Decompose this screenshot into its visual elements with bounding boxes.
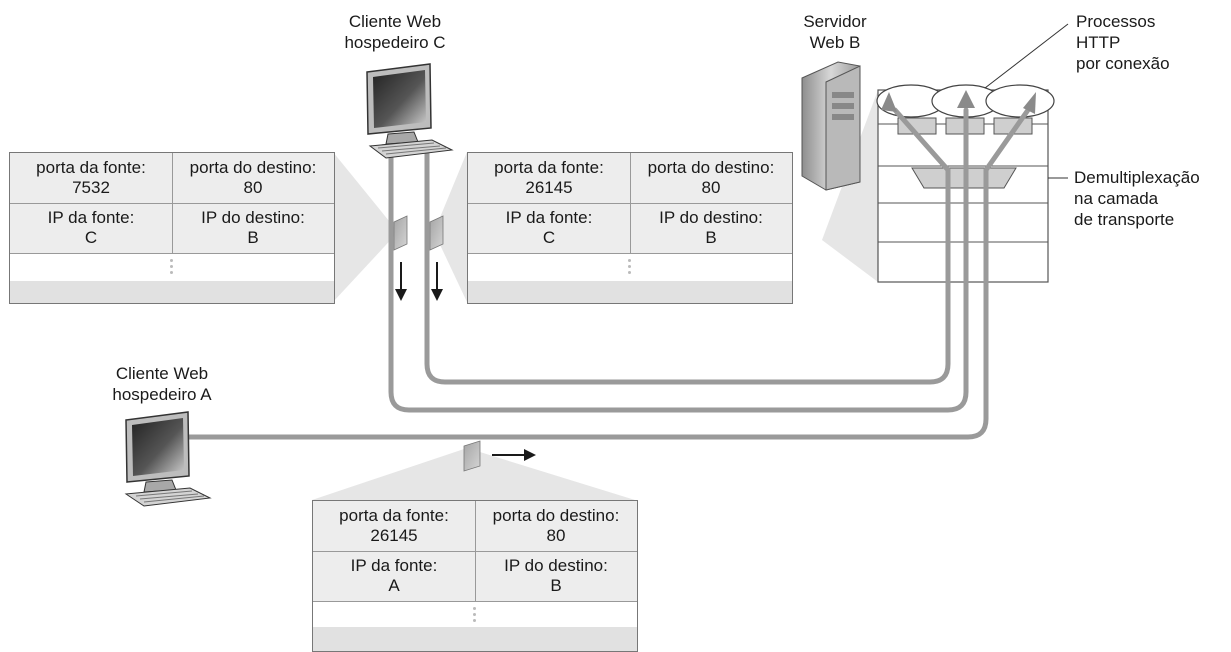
dst-ip-label: IP do destino: xyxy=(659,208,763,227)
http-process-icon xyxy=(985,84,1055,118)
leader-processes xyxy=(984,23,1069,89)
src-ip-label: IP da fonte: xyxy=(505,208,593,227)
src-port-cell: porta da fonte: 26145 xyxy=(468,158,630,198)
zoom-wedge-c-left xyxy=(333,152,398,302)
src-port-value: 26145 xyxy=(370,526,418,545)
src-ip-cell: IP da fonte: C xyxy=(468,208,630,248)
src-port-value: 7532 xyxy=(72,178,110,197)
dst-ip-value: B xyxy=(550,576,562,595)
client-a-label: Cliente Web hospedeiro A xyxy=(92,363,232,405)
server-tower-icon xyxy=(801,61,861,191)
segment-c-26145: porta da fonte: 26145 porta do destino: … xyxy=(467,152,793,304)
ellipsis-dots xyxy=(628,259,631,277)
segment-payload-bar xyxy=(10,281,334,303)
client-c-label-line1: Cliente Web xyxy=(348,12,442,31)
dst-ip-cell: IP do destino: B xyxy=(630,208,792,248)
http-processes-line3: por conexão xyxy=(1076,54,1170,73)
dst-ip-value: B xyxy=(247,228,259,247)
dst-ip-value: B xyxy=(705,228,717,247)
src-ip-label: IP da fonte: xyxy=(350,556,438,575)
dst-port-label: porta do destino: xyxy=(647,158,775,177)
dst-port-value: 80 xyxy=(546,526,566,545)
client-a-label-line1: Cliente Web xyxy=(115,364,209,383)
segment-payload-bar xyxy=(468,281,792,303)
client-c-label: Cliente Web hospedeiro C xyxy=(330,11,460,53)
src-ip-value: A xyxy=(388,576,400,595)
dst-port-label: porta do destino: xyxy=(492,506,620,525)
dst-ip-label: IP do destino: xyxy=(504,556,608,575)
src-ip-cell: IP da fonte: C xyxy=(10,208,172,248)
src-port-cell: porta da fonte: 26145 xyxy=(313,506,475,546)
packet-icon xyxy=(463,440,481,472)
dst-ip-cell: IP do destino: B xyxy=(475,556,637,596)
dst-port-cell: porta do destino: 80 xyxy=(172,158,334,198)
pipe-c-2 xyxy=(424,107,951,385)
src-ip-cell: IP da fonte: A xyxy=(313,556,475,596)
client-a-label-line2: hospedeiro A xyxy=(112,385,212,404)
demux-line1: Demultiplexação xyxy=(1074,168,1200,187)
packet-icon xyxy=(429,215,444,251)
pipe-a xyxy=(185,107,1031,440)
desktop-computer-icon xyxy=(124,411,212,507)
desktop-computer-icon xyxy=(366,63,454,159)
ellipsis-dots xyxy=(170,259,173,277)
demux-label: Demultiplexação na camada de transporte xyxy=(1074,167,1200,230)
dst-ip-cell: IP do destino: B xyxy=(172,208,334,248)
packet-icon xyxy=(393,215,408,251)
src-ip-value: C xyxy=(542,228,556,247)
src-port-label: porta da fonte: xyxy=(36,158,146,177)
segment-payload-bar xyxy=(313,627,637,651)
zoom-wedge-c-right xyxy=(434,152,467,302)
src-ip-label: IP da fonte: xyxy=(47,208,135,227)
src-ip-value: C xyxy=(84,228,98,247)
server-b-label-line1: Servidor xyxy=(803,12,867,31)
dst-port-value: 80 xyxy=(701,178,721,197)
zoom-wedge-server xyxy=(822,90,878,282)
src-port-cell: porta da fonte: 7532 xyxy=(10,158,172,198)
pipe-c-1 xyxy=(388,107,969,413)
dst-port-cell: porta do destino: 80 xyxy=(630,158,792,198)
http-processes-line1: Processos xyxy=(1076,12,1156,31)
http-processes-line2: HTTP xyxy=(1076,33,1121,52)
src-port-label: porta da fonte: xyxy=(339,506,449,525)
ellipsis-dots xyxy=(473,607,476,625)
dst-ip-label: IP do destino: xyxy=(201,208,305,227)
client-c-label-line2: hospedeiro C xyxy=(344,33,446,52)
dst-port-cell: porta do destino: 80 xyxy=(475,506,637,546)
dst-port-value: 80 xyxy=(243,178,263,197)
segment-a-26145: porta da fonte: 26145 porta do destino: … xyxy=(312,500,638,652)
connection-pipes xyxy=(185,107,1031,440)
server-b-label: Servidor Web B xyxy=(790,11,880,53)
segment-c-7532: porta da fonte: 7532 porta do destino: 8… xyxy=(9,152,335,304)
zoom-wedge-a xyxy=(312,448,635,500)
dst-port-label: porta do destino: xyxy=(189,158,317,177)
server-b-label-line2: Web B xyxy=(809,33,861,52)
demux-line3: de transporte xyxy=(1074,210,1175,229)
src-port-label: porta da fonte: xyxy=(494,158,604,177)
demux-line2: na camada xyxy=(1074,189,1159,208)
pipes-in-stack xyxy=(892,107,1031,285)
http-processes-label: Processos HTTP por conexão xyxy=(1076,11,1170,74)
src-port-value: 26145 xyxy=(525,178,573,197)
